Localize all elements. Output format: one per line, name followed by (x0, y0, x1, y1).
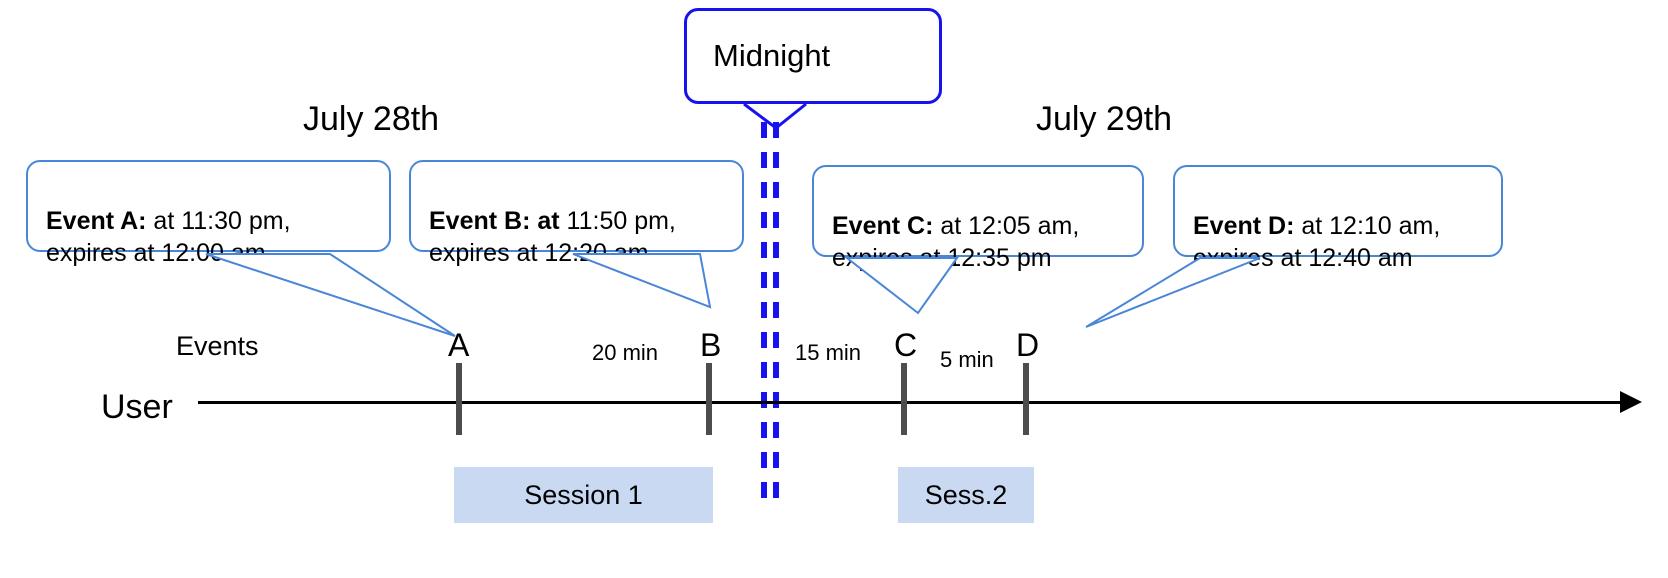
session-2-label: Sess.2 (924, 479, 1008, 510)
tick-marker-c (901, 363, 907, 435)
event-callout-d: Event D: at 12:10 am, expires at 12:40 a… (1173, 165, 1503, 272)
midnight-callout-box: Midnight (684, 8, 942, 104)
event-a-title: Event A: (46, 206, 147, 235)
session-box-2: Sess.2 (898, 467, 1034, 523)
row-label-events: Events (176, 331, 259, 361)
session-1-label: Session 1 (524, 479, 643, 510)
interval-label-20-min: 20 min (592, 340, 659, 365)
tick-marker-d (1023, 363, 1029, 435)
event-c-title: Event C: (832, 211, 934, 240)
timeline-arrow-head (1620, 391, 1642, 413)
tick-marker-b (706, 363, 712, 435)
event-callout-c: Event C: at 12:05 am, expires at 12:35 p… (812, 165, 1144, 272)
marker-label-d: D (1016, 327, 1040, 363)
row-label-user: User (101, 388, 173, 426)
date-label-july-28: July 28th (303, 100, 440, 138)
marker-label-a: A (448, 327, 470, 363)
marker-label-b: B (700, 327, 722, 363)
timeline-axis (198, 401, 1626, 404)
marker-label-c: C (894, 327, 918, 363)
event-d-title: Event D: (1193, 211, 1295, 240)
session-box-1: Session 1 (454, 467, 713, 523)
event-a-detail: at 11:30 pm, expires at 12:00 am (46, 206, 291, 268)
interval-label-5-min: 5 min (940, 347, 994, 372)
event-callout-a: Event A: at 11:30 pm, expires at 12:00 a… (26, 160, 391, 267)
midnight-label: Midnight (713, 38, 831, 73)
event-callout-b: Event B: at 11:50 pm, expires at 12:20 a… (409, 160, 744, 267)
date-label-july-29: July 29th (1036, 100, 1173, 138)
midnight-callout-tail (743, 102, 807, 130)
tick-marker-a (456, 363, 462, 435)
interval-label-15-min: 15 min (795, 340, 862, 365)
event-b-title: Event B: at (429, 206, 560, 235)
